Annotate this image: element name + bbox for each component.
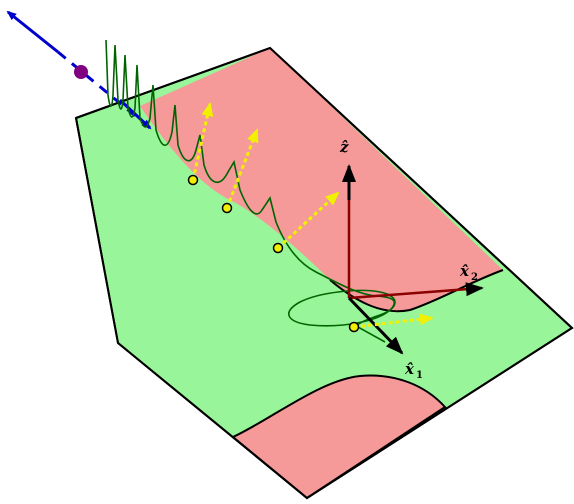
x2-axis-label: x̂ 2 [459, 262, 478, 283]
x2-axis-arrow [348, 282, 484, 300]
trajectory-curve [105, 39, 396, 343]
surface-edge-top [75, 46, 574, 500]
outgoing-blue-arrow [6, 10, 59, 54]
upper-red-boundary [329, 269, 504, 313]
svg-text:2: 2 [471, 272, 478, 283]
sample-point-3 [272, 242, 284, 254]
sample-point-4 [348, 321, 360, 333]
sample-point-2 [221, 202, 233, 214]
svg-text:x̂: x̂ [404, 360, 415, 378]
x1-axis-label: x̂ 1 [404, 360, 423, 381]
lower-red-region [231, 374, 447, 500]
particle-dot [74, 65, 88, 79]
yellow-vector-4 [353, 313, 434, 329]
sample-point-1 [187, 174, 199, 186]
incoming-blue-arrow [118, 98, 152, 130]
z-axis-label: ẑ [339, 138, 349, 156]
upper-red-region [140, 48, 503, 312]
svg-text:x̂: x̂ [459, 262, 470, 280]
yellow-vector-1 [191, 102, 214, 181]
svg-text:1: 1 [416, 370, 423, 381]
